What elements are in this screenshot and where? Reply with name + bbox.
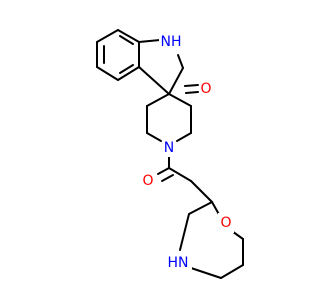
bond-double-inner (119, 35, 134, 45)
bond (168, 93, 192, 107)
bond (177, 54, 184, 69)
bond-amide-co (161, 174, 174, 182)
label-background (159, 31, 185, 53)
bond-lines (96, 29, 244, 279)
carbonyl-o-label: O (200, 81, 211, 97)
bond (96, 66, 119, 81)
label-background (200, 79, 215, 99)
label-background (166, 252, 192, 272)
bond (179, 213, 190, 251)
piperidine-n-label: N (164, 140, 174, 156)
bond (146, 132, 162, 142)
bond (168, 67, 184, 95)
bond (176, 132, 192, 142)
label-background (218, 213, 234, 233)
bond (146, 93, 170, 107)
bond (117, 29, 140, 43)
label-background (141, 171, 156, 191)
bond (117, 66, 140, 81)
bond-carbonyl (184, 84, 199, 87)
amide-o-label: O (142, 173, 153, 189)
bond (96, 29, 119, 43)
molecule-structure: NH O N O O HN (96, 29, 244, 279)
morpholine-o-label: O (220, 215, 231, 231)
indole-nh-label: NH (161, 34, 182, 50)
bond (138, 39, 161, 43)
bond-amide-co (157, 167, 170, 175)
label-background (162, 139, 176, 157)
bond (168, 167, 192, 182)
bond-double-inner (119, 64, 134, 74)
bond (220, 264, 244, 279)
atom-labels: NH O N O O HN (141, 31, 234, 272)
bond (188, 201, 213, 215)
morpholine-nh-label: HN (168, 255, 189, 271)
bond (190, 267, 222, 279)
bond (138, 66, 170, 95)
bond-carbonyl (185, 91, 199, 94)
bond (190, 180, 213, 203)
